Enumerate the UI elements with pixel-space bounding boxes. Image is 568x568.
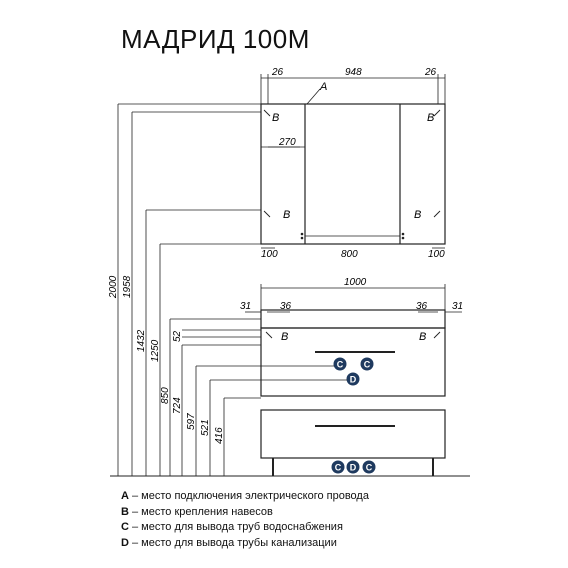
dim-270: 270 xyxy=(278,137,296,148)
dim-416: 416 xyxy=(214,427,225,444)
label-A-leader xyxy=(306,88,321,105)
legend-text-C: – место для вывода труб водоснабжения xyxy=(128,521,343,533)
dim-1432: 1432 xyxy=(136,329,147,352)
legend-key-C: C xyxy=(121,521,129,533)
dim-850: 850 xyxy=(160,387,171,404)
dim-1958: 1958 xyxy=(122,275,133,298)
label-A: A xyxy=(319,81,327,93)
label-B-top-left: B xyxy=(272,112,279,124)
dim-26-left: 26 xyxy=(271,67,284,78)
legend-key-A: A xyxy=(121,490,129,502)
legend: A – место подключения электрического про… xyxy=(121,489,369,551)
dim-100-left: 100 xyxy=(261,249,278,260)
bottom-dimension-lines xyxy=(245,284,462,313)
legend-row-D: D – место для вывода трубы канализации xyxy=(121,536,369,552)
sink-pipe-markers: C C D xyxy=(333,357,374,386)
dim-26-right: 26 xyxy=(424,67,437,78)
legend-row-A: A – место подключения электрического про… xyxy=(121,489,369,505)
legend-text-A: – место подключения электрического прово… xyxy=(128,490,369,502)
marker-C-3 xyxy=(331,460,345,474)
lower-drawer-body xyxy=(260,409,446,459)
dim-36-left: 36 xyxy=(280,301,292,312)
page-title: МАДРИД 100М xyxy=(121,24,310,54)
legend-key-D: D xyxy=(121,536,129,549)
marker-C-4-label: C xyxy=(366,463,373,473)
dim-2000: 2000 xyxy=(108,275,119,299)
sink-body xyxy=(260,327,446,397)
dim-31-right: 31 xyxy=(452,301,463,312)
marker-C-2-label: C xyxy=(364,360,371,370)
dim-948: 948 xyxy=(345,67,362,78)
marker-D-1-label: D xyxy=(350,375,357,385)
dim-100-right: 100 xyxy=(428,249,445,260)
label-B-mid-right: B xyxy=(414,209,421,221)
marker-C-2 xyxy=(360,357,374,371)
label-B-mid-left: B xyxy=(283,209,290,221)
marker-C-1-label: C xyxy=(337,360,344,370)
top-cabinet xyxy=(260,103,446,245)
lower-drawer-unit xyxy=(260,409,446,476)
top-dimension-lines xyxy=(260,74,446,249)
legend-text-D: – место для вывода трубы канализации xyxy=(128,536,337,549)
legend-row-C: C – место для вывода труб водоснабжения xyxy=(121,520,369,536)
label-B-top-right: B xyxy=(427,112,434,124)
dim-597: 597 xyxy=(186,413,197,430)
marker-D-2-label: D xyxy=(350,463,357,473)
top-cabinet-outline xyxy=(260,103,446,245)
dim-52: 52 xyxy=(172,330,183,342)
label-B-sink-right: B xyxy=(419,331,426,343)
dim-1250: 1250 xyxy=(150,339,161,362)
marker-D-2 xyxy=(346,460,360,474)
vertical-dimension-labels: 2000 1958 1432 1250 850 724 597 521 416 … xyxy=(108,275,225,444)
legend-row-B: B – место крепления навесов xyxy=(121,505,369,521)
label-B-sink-left: B xyxy=(281,331,288,343)
sink-top xyxy=(260,309,446,329)
floor-pipe-markers: C D C xyxy=(331,460,376,474)
dim-1000: 1000 xyxy=(344,277,367,288)
legend-key-B: B xyxy=(121,505,129,518)
top-hinge-marks xyxy=(263,109,441,218)
dim-521: 521 xyxy=(200,419,211,436)
dim-800: 800 xyxy=(341,249,358,260)
sink-hinge-marks xyxy=(265,331,441,339)
marker-D-1 xyxy=(346,372,360,386)
legend-text-B: – место крепления навесов xyxy=(128,505,273,518)
dim-724: 724 xyxy=(172,397,183,414)
marker-C-4 xyxy=(362,460,376,474)
dim-31-left: 31 xyxy=(240,301,251,312)
dim-36-right: 36 xyxy=(416,301,428,312)
top-fixing-holes xyxy=(300,232,405,240)
vertical-dimension-lines xyxy=(117,103,347,476)
marker-C-3-label: C xyxy=(335,463,342,473)
marker-C-1 xyxy=(333,357,347,371)
